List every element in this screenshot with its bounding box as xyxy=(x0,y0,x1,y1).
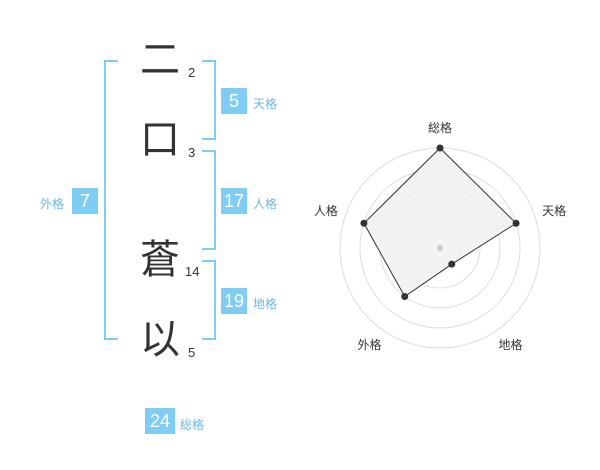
jinkaku-value: 17 xyxy=(221,188,247,214)
name-char-4: 以 xyxy=(140,317,180,363)
stroke-count-2: 3 xyxy=(188,145,196,160)
jinkaku-label: 人格 xyxy=(253,197,278,211)
chikaku-bracket xyxy=(202,260,216,340)
chikaku-label: 地格 xyxy=(253,297,278,311)
tenkaku-label: 天格 xyxy=(253,97,278,111)
radar-axis-label-5: 人格 xyxy=(314,203,338,218)
radar-center-dot xyxy=(437,245,443,251)
radar-axis-label-4: 外格 xyxy=(357,337,381,352)
name-char-3: 蒼 xyxy=(140,237,180,283)
tenkaku-bracket xyxy=(202,60,216,140)
radar-point-1 xyxy=(436,144,444,152)
stroke-count-1: 2 xyxy=(188,65,196,80)
radar-point-2 xyxy=(512,219,520,227)
jinkaku-bracket xyxy=(202,150,216,250)
tenkaku-value: 5 xyxy=(221,88,247,114)
gaikaku-label: 外格 xyxy=(40,197,65,211)
name-char-1: 二 xyxy=(140,37,180,83)
stroke-count-4: 5 xyxy=(188,345,196,360)
gaikaku-value: 7 xyxy=(72,188,98,214)
soukaku-label: 総格 xyxy=(180,418,205,432)
stroke-count-3: 14 xyxy=(185,264,200,279)
radar-point-5 xyxy=(360,219,368,227)
radar-point-3 xyxy=(448,260,456,268)
chikaku-value: 19 xyxy=(221,288,247,314)
radar-axis-label-2: 天格 xyxy=(542,203,566,218)
name-char-2: 口 xyxy=(140,117,180,163)
soukaku-value: 24 xyxy=(145,408,175,434)
radar-axis-label-3: 地格 xyxy=(499,337,523,352)
gaikaku-bracket xyxy=(104,60,118,340)
radar-polygon xyxy=(363,147,517,298)
radar-axis-label-1: 総格 xyxy=(428,120,452,135)
radar-point-4 xyxy=(401,293,409,301)
